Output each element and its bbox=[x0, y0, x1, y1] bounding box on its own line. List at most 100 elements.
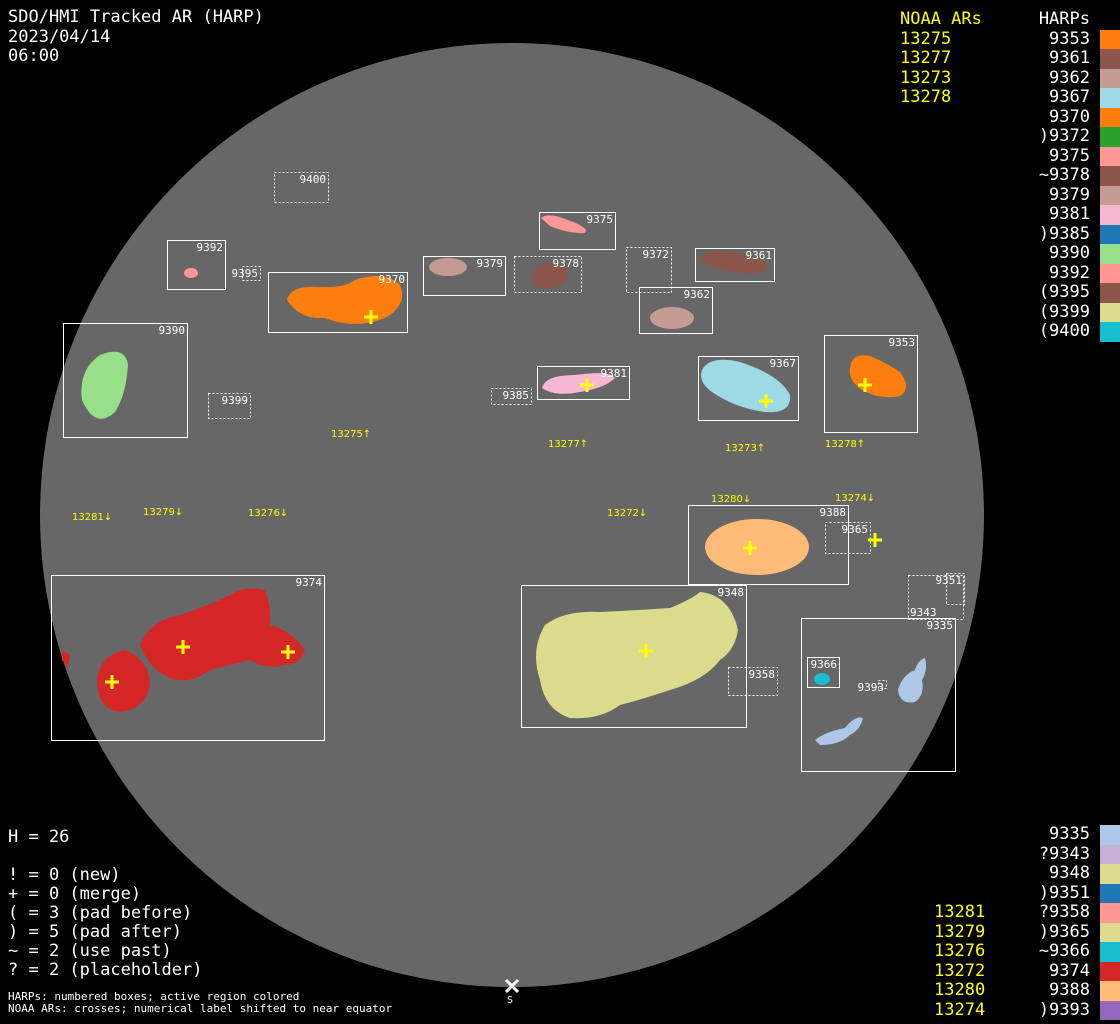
noaa-disk-label: 13274↓ bbox=[835, 493, 875, 504]
harp-box-outline bbox=[695, 248, 775, 282]
legend-label: 13272 bbox=[934, 960, 986, 981]
harp-box: 9361 bbox=[695, 248, 775, 282]
harp-legend-item: 9367 bbox=[920, 87, 1120, 108]
harp-box: 9374 bbox=[51, 575, 325, 741]
harp-box-outline bbox=[167, 240, 226, 290]
noaa-disk-label: 13275↑ bbox=[331, 429, 371, 440]
time: 06:00 bbox=[8, 46, 60, 66]
harp-box-label: 9395 bbox=[232, 267, 259, 280]
noaa-disk-label: 13280↓ bbox=[711, 494, 751, 505]
legend-label: 9381 bbox=[1049, 204, 1090, 224]
legend-label: 13274 bbox=[934, 999, 986, 1020]
noaa-disk-label: 13272↓ bbox=[607, 508, 647, 519]
color-swatch bbox=[1100, 127, 1120, 147]
harp-box-label: 9343 bbox=[910, 606, 937, 619]
color-swatch bbox=[1100, 1000, 1120, 1020]
color-swatch bbox=[1100, 942, 1120, 962]
south-marker-icon bbox=[504, 978, 520, 994]
harp-box-outline bbox=[51, 575, 325, 741]
harp-box: 9362 bbox=[639, 287, 713, 334]
harp-box: 9365 bbox=[825, 522, 871, 554]
noaa-cross-icon bbox=[580, 378, 594, 392]
legend-label: 9375 bbox=[1049, 145, 1090, 166]
noaa-legend-item: 13280 bbox=[934, 980, 985, 1001]
legend-label: 9353 bbox=[1049, 28, 1090, 49]
harp-box: 9379 bbox=[423, 256, 506, 296]
legend-label: )9351 bbox=[1038, 882, 1090, 903]
stat-line: + = 0 (merge) bbox=[8, 884, 142, 904]
legend-label: 9361 bbox=[1049, 48, 1090, 68]
harp-legend-item: 9370 bbox=[920, 107, 1120, 127]
legend-label: 13279 bbox=[934, 921, 986, 942]
harp-box-label: 9390 bbox=[159, 324, 186, 337]
noaa-legend-item: 13272 bbox=[934, 960, 986, 982]
harp-box-outline bbox=[626, 247, 672, 293]
harp-box: 9358 bbox=[728, 667, 778, 696]
region-9392 bbox=[184, 268, 198, 278]
harp-box: 9395 bbox=[232, 266, 261, 281]
color-swatch bbox=[1100, 302, 1120, 322]
solar-disk bbox=[40, 43, 984, 987]
harp-legend-item: 9362 bbox=[920, 68, 1120, 88]
harp-legend-item: )9372 bbox=[920, 126, 1120, 147]
harp-box-label: 9393 bbox=[858, 681, 885, 694]
harp-box-label: 9374 bbox=[296, 576, 323, 589]
harp-box: 9366 bbox=[807, 657, 840, 688]
color-swatch bbox=[1100, 49, 1120, 69]
harp-legend-item: (9395 bbox=[920, 282, 1120, 303]
harp-box-outline bbox=[491, 388, 532, 405]
harp-legend-item: 9353 bbox=[920, 28, 1120, 49]
harp-box: 9378 bbox=[514, 256, 582, 293]
region-9362 bbox=[650, 307, 694, 329]
noaa-disk-label: 13279↓ bbox=[143, 507, 183, 518]
harp-box: 9375 bbox=[539, 212, 616, 250]
harp-box-label: 9367 bbox=[770, 357, 797, 370]
noaa-heading: NOAA ARs bbox=[900, 9, 982, 29]
harp-box-outline bbox=[423, 256, 506, 296]
harp-box: 9335 bbox=[801, 618, 956, 772]
harp-box: 9372 bbox=[626, 247, 672, 293]
noaa-disk-label: 13278↑ bbox=[825, 439, 865, 450]
color-swatch bbox=[1100, 825, 1120, 845]
legend-label: 13278 bbox=[900, 87, 952, 107]
harp-box: 9370 bbox=[268, 272, 408, 333]
color-swatch bbox=[1100, 224, 1120, 244]
legend-label: (9400 bbox=[1038, 321, 1090, 341]
noaa-disk-labels: 13275↑13277↑13273↑13278↑13280↓13274↓1328… bbox=[72, 429, 875, 523]
harp-legend-item: 9361 bbox=[920, 48, 1120, 69]
noaa-cross-icon bbox=[176, 640, 190, 654]
harp-box: 9400 bbox=[274, 172, 329, 203]
harp-box: 9343 bbox=[908, 575, 964, 620]
south-label: S bbox=[507, 995, 514, 1006]
harp-box-outline bbox=[946, 573, 965, 605]
harp-box-label: 9381 bbox=[601, 367, 628, 380]
color-swatch bbox=[1100, 322, 1120, 342]
color-swatch bbox=[1100, 205, 1120, 225]
legend-label: )9393 bbox=[1038, 999, 1090, 1020]
region-9335-a bbox=[898, 658, 926, 703]
color-swatch bbox=[1100, 263, 1120, 283]
harp-box-label: 9348 bbox=[718, 586, 745, 599]
color-swatch bbox=[1100, 283, 1120, 303]
region-9361 bbox=[700, 251, 768, 274]
harp-box-outline bbox=[728, 667, 778, 696]
harp-legend-item: 9392 bbox=[920, 263, 1120, 283]
noaa-disk-label: 13281↓ bbox=[72, 512, 112, 523]
legend-label: 13281 bbox=[934, 902, 986, 922]
harp-box: 9348 bbox=[521, 585, 747, 728]
noaa-legend-item: 13281 bbox=[934, 902, 986, 923]
stats-panel: H = 26! = 0 (new)+ = 0 (merge)( = 3 (pad… bbox=[8, 828, 202, 980]
color-swatch bbox=[1100, 244, 1120, 264]
harp-legend-item: (9399 bbox=[920, 302, 1120, 322]
noaa-legend-item: 13274 bbox=[934, 999, 986, 1021]
region-9375 bbox=[541, 215, 586, 234]
harp-box-outline bbox=[688, 505, 849, 585]
harp-box-label: 9392 bbox=[197, 241, 224, 254]
legend-label: ~9366 bbox=[1038, 941, 1090, 961]
harp-count: H = 26 bbox=[8, 827, 70, 847]
harp-legend-item: 9381 bbox=[920, 204, 1120, 225]
